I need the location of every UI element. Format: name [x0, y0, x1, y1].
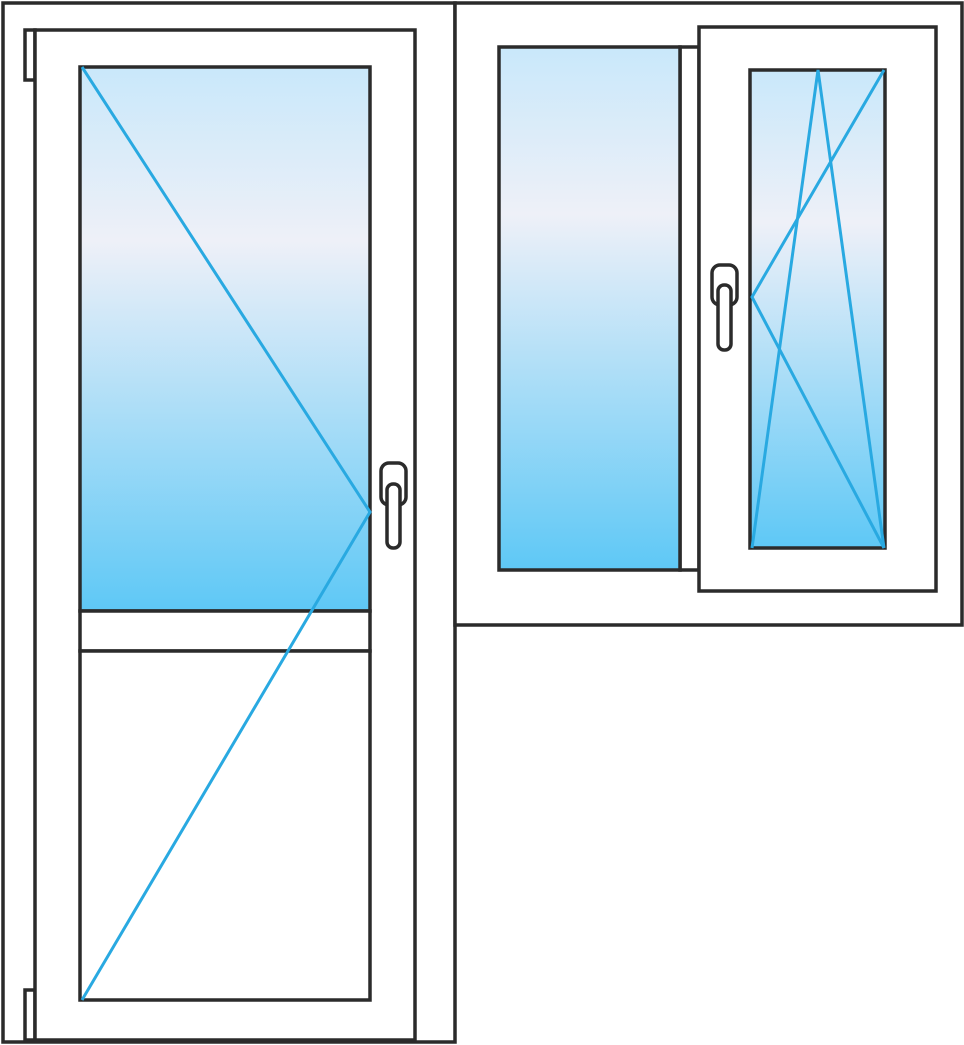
window-sash-glass	[748, 68, 887, 550]
door-transom-bar	[78, 609, 372, 653]
window-handle-icon[interactable]	[710, 263, 739, 352]
window-fixed-glass	[497, 45, 682, 572]
door-lower-panel	[78, 649, 372, 1002]
door-swing-indicator	[80, 66, 372, 1001]
window-tilt-indicator	[750, 69, 886, 549]
door-upper-glass	[78, 65, 372, 613]
opening-lines	[80, 66, 886, 1001]
door-handle-icon[interactable]	[379, 461, 408, 550]
window-mullion	[678, 45, 701, 572]
window-turn-indicator	[750, 69, 886, 549]
